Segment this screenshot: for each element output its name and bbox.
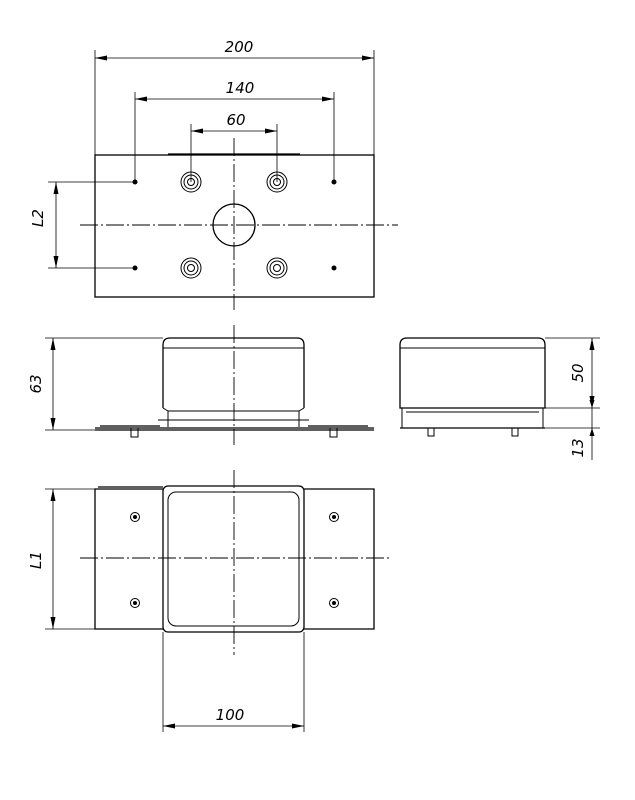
dim-L1: L1 [27,488,95,630]
bottom-center-inner [167,491,300,627]
stud-bottom-left [180,257,202,279]
front-cover-outline [162,337,305,408]
bottom-right-wing [304,488,375,630]
dim-50: 50 [545,337,600,429]
dim-text-140: 140 [226,79,255,97]
bottom-bolt-bl [130,598,140,608]
bottom-view: L1 100 [27,470,392,732]
bottom-bolt-br [329,598,339,608]
dim-140: 140 [134,79,335,182]
front-view: 63 [27,325,374,445]
dim-13: 13 [569,400,595,460]
side-bolt-left [427,427,435,437]
dim-text-L2: L2 [29,209,47,227]
dim-100: 100 [162,632,305,732]
side-view: 50 13 [399,337,600,460]
bottom-center-outer [162,485,305,633]
dim-text-60: 60 [226,111,245,129]
side-bolt-right [511,427,519,437]
dim-200: 200 [94,38,375,155]
top-plate-outline [94,154,375,298]
front-bolt-right [329,427,338,438]
front-bolt-left [130,427,139,438]
dim-text-63: 63 [27,374,45,393]
dim-text-L1: L1 [27,551,45,569]
dim-L2: L2 [29,181,135,269]
side-flange-sides [401,408,544,428]
bottom-bolt-tl [130,512,140,522]
bottom-left-wing [94,488,163,630]
dim-text-200: 200 [225,38,254,56]
center-hole [212,203,256,247]
dim-text-50: 50 [569,363,587,382]
side-cover-outline [399,337,546,409]
dim-63: 63 [27,337,163,431]
stud-bottom-right [266,257,288,279]
dim-text-13: 13 [569,438,587,457]
dim-60: 60 [190,111,278,182]
top-view: 200 140 60 L2 [29,38,398,310]
dim-text-100: 100 [216,706,245,724]
bottom-bolt-tr [329,512,339,522]
mount-hole-br [331,265,337,271]
